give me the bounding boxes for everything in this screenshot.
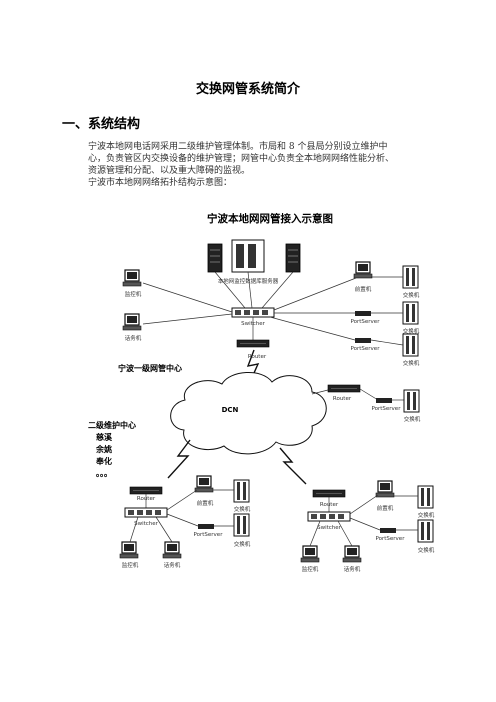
level1-center-label: 宁波一级网管中心 <box>118 363 182 373</box>
network-topology-diagram: 宁波本地网网管接入示意图 本地网监控数据库服务器 Switcher 监控机 话务… <box>88 212 435 573</box>
server-cluster-label: 本地网监控数据库服务器 <box>218 277 279 285</box>
switcher-label: Switcher <box>241 321 266 327</box>
paragraph-line: 宁波市本地网网络拓扑结构示意图： <box>88 178 233 188</box>
monitor-computer-icon <box>300 545 320 563</box>
exchange-icon <box>233 479 250 503</box>
port-server-label: PortServer <box>372 406 402 412</box>
switcher-icon <box>307 511 351 522</box>
operator-computer-icon <box>162 541 182 559</box>
paragraph-line: 宁波本地网电话网采用二级维护管理体制。市局和 8 个县局分别设立维护中 <box>88 142 388 152</box>
switcher-icon <box>124 507 168 518</box>
monitor-computer-icon <box>119 541 139 559</box>
operator-computer-icon <box>342 545 362 563</box>
level2-city: 余姚 <box>95 444 112 454</box>
exchange-label: 交换机 <box>234 505 251 513</box>
monitor-label: 监控机 <box>302 565 319 573</box>
exchange-label: 交换机 <box>418 546 435 554</box>
diagram-title: 宁波本地网网管接入示意图 <box>207 212 333 225</box>
router-icon <box>236 339 270 348</box>
document-title: 交换网管系统简介 <box>195 82 300 97</box>
exchange-label: 交换机 <box>403 359 420 367</box>
wan-link-icon <box>167 439 191 479</box>
switcher-label: Switcher <box>317 525 342 531</box>
server-icon <box>207 243 223 273</box>
exchange-icon <box>402 301 419 325</box>
port-server-label: PortServer <box>351 319 381 325</box>
exchange-icon <box>233 513 250 537</box>
dcn-cloud-icon <box>170 371 327 455</box>
port-server-icon <box>355 311 371 316</box>
operator-computer-icon <box>122 313 142 331</box>
monitor-computer-icon <box>122 269 142 287</box>
dcn-label: DCN <box>222 406 239 414</box>
level2-center-label: 二级维护中心 <box>88 420 136 430</box>
switcher-label: Switcher <box>134 521 159 527</box>
monitor-label: 监控机 <box>125 290 142 298</box>
exchange-label: 交换机 <box>404 415 421 423</box>
port-server-icon <box>198 524 214 529</box>
exchange-icon <box>403 389 420 413</box>
level2-city: 奉化 <box>95 456 112 466</box>
port-server-icon <box>355 338 371 343</box>
router-icon <box>312 489 346 498</box>
frontend-label: 前置机 <box>377 504 394 512</box>
exchange-label: 交换机 <box>418 511 435 519</box>
operator-label: 话务机 <box>164 561 181 569</box>
server-icon <box>285 243 301 273</box>
switcher-icon <box>231 307 275 318</box>
server-cluster <box>207 239 301 273</box>
exchange-label: 交换机 <box>403 291 420 299</box>
paragraph-line: 资源管理和分配、以及重大障碍的监视。 <box>88 166 251 176</box>
paragraph-line: 心，负责管区内交换设备的维护管理；网管中心负责全本地网网络性能分析、 <box>88 154 395 164</box>
frontend-label: 前置机 <box>197 499 214 507</box>
exchange-icon <box>417 485 434 509</box>
router-label: Router <box>137 496 156 502</box>
port-server-icon <box>376 398 392 403</box>
level2-city: 慈溪 <box>96 432 113 442</box>
router-icon <box>129 486 163 495</box>
frontend-computer-icon <box>375 480 395 498</box>
operator-label: 话务机 <box>125 334 142 342</box>
monitor-label: 监控机 <box>122 561 139 569</box>
section-heading: 一、系统结构 <box>62 117 141 132</box>
exchange-icon <box>402 333 419 357</box>
exchange-label: 交换机 <box>403 327 420 335</box>
frontend-label: 前置机 <box>355 285 372 293</box>
exchange-icon <box>417 519 434 543</box>
level2-city: 。。。 <box>96 469 112 478</box>
exchange-label: 交换机 <box>234 540 251 548</box>
port-server-label: PortServer <box>376 536 406 542</box>
router-icon <box>327 384 361 393</box>
operator-label: 话务机 <box>344 565 361 573</box>
frontend-computer-icon <box>353 261 373 279</box>
frontend-computer-icon <box>194 475 214 493</box>
router-label: Router <box>333 396 352 402</box>
port-server-label: PortServer <box>194 532 224 538</box>
wan-link-icon <box>279 447 307 485</box>
port-server-label: PortServer <box>351 346 381 352</box>
port-server-icon <box>380 528 396 533</box>
exchange-icon <box>402 265 419 289</box>
router-label: Router <box>248 354 267 360</box>
router-label: Router <box>320 502 339 508</box>
